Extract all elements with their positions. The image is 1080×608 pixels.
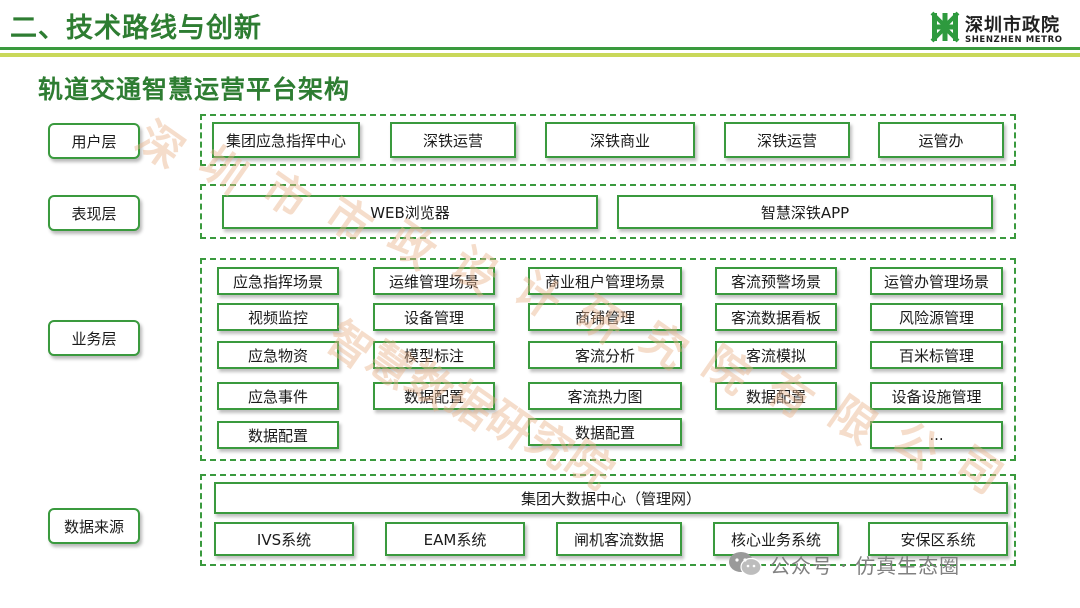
- business-item: 数据配置: [715, 382, 837, 410]
- user-item: 深铁运营: [390, 122, 516, 158]
- logo-text-cn: 深圳市政院: [965, 15, 1060, 36]
- business-item: 应急指挥场景: [217, 267, 339, 295]
- metro-logo-icon: [930, 11, 960, 43]
- header-rule-dark: [0, 47, 1080, 50]
- business-item: 客流分析: [528, 341, 682, 369]
- wechat-icon: [729, 552, 762, 577]
- data-source-item: 核心业务系统: [713, 522, 839, 556]
- data-source-item: 闸机客流数据: [556, 522, 682, 556]
- user-item: 运管办: [878, 122, 1004, 158]
- data-source-item: EAM系统: [385, 522, 525, 556]
- business-item: 数据配置: [528, 418, 682, 446]
- business-item: ...: [870, 421, 1003, 449]
- data-source-item: IVS系统: [214, 522, 354, 556]
- business-item: 设备设施管理: [870, 382, 1003, 410]
- presentation-item-web-browser: WEB浏览器: [222, 195, 598, 229]
- zone-user: [200, 114, 1016, 166]
- presentation-item-app: 智慧深铁APP: [617, 195, 993, 229]
- business-item: 风险源管理: [870, 303, 1003, 331]
- business-item: 视频监控: [217, 303, 339, 331]
- zone-business: [200, 258, 1016, 461]
- header-rule-light: [0, 53, 1080, 57]
- layer-label-data-source: 数据来源: [48, 508, 140, 544]
- business-item: 商铺管理: [528, 303, 682, 331]
- business-item: 模型标注: [373, 341, 495, 369]
- business-item: 应急事件: [217, 382, 339, 410]
- business-item: 客流模拟: [715, 341, 837, 369]
- business-item: 运管办管理场景: [870, 267, 1003, 295]
- zone-presentation: [200, 184, 1016, 239]
- business-item: 数据配置: [373, 382, 495, 410]
- user-item: 深铁运营: [724, 122, 850, 158]
- business-item: 客流预警场景: [715, 267, 837, 295]
- diagram-title: 轨道交通智慧运营平台架构: [38, 75, 351, 104]
- business-item: 商业租户管理场景: [528, 267, 682, 295]
- layer-label-business: 业务层: [48, 320, 140, 356]
- layer-label-presentation: 表现层: [48, 195, 140, 231]
- business-item: 应急物资: [217, 341, 339, 369]
- user-item: 深铁商业: [545, 122, 695, 158]
- business-item: 客流热力图: [528, 382, 682, 410]
- business-item: 客流数据看板: [715, 303, 837, 331]
- zone-data-source: [200, 474, 1016, 566]
- wechat-account-name: 公众号 · 仿真生态圈: [770, 553, 961, 578]
- user-item: 集团应急指挥中心: [212, 122, 360, 158]
- data-source-item: 安保区系统: [868, 522, 1008, 556]
- company-logo: 深圳市政院 SHENZHEN METRO: [930, 8, 1070, 46]
- logo-text-en: SHENZHEN METRO: [965, 35, 1063, 45]
- layer-label-user: 用户层: [48, 123, 140, 159]
- business-item: 百米标管理: [870, 341, 1003, 369]
- data-source-hub: 集团大数据中心（管理网）: [214, 482, 1008, 514]
- business-item: 设备管理: [373, 303, 495, 331]
- business-item: 数据配置: [217, 421, 339, 449]
- page-title: 二、技术路线与创新: [10, 13, 262, 44]
- business-item: 运维管理场景: [373, 267, 495, 295]
- wechat-badge: 公众号 · 仿真生态圈: [728, 548, 960, 580]
